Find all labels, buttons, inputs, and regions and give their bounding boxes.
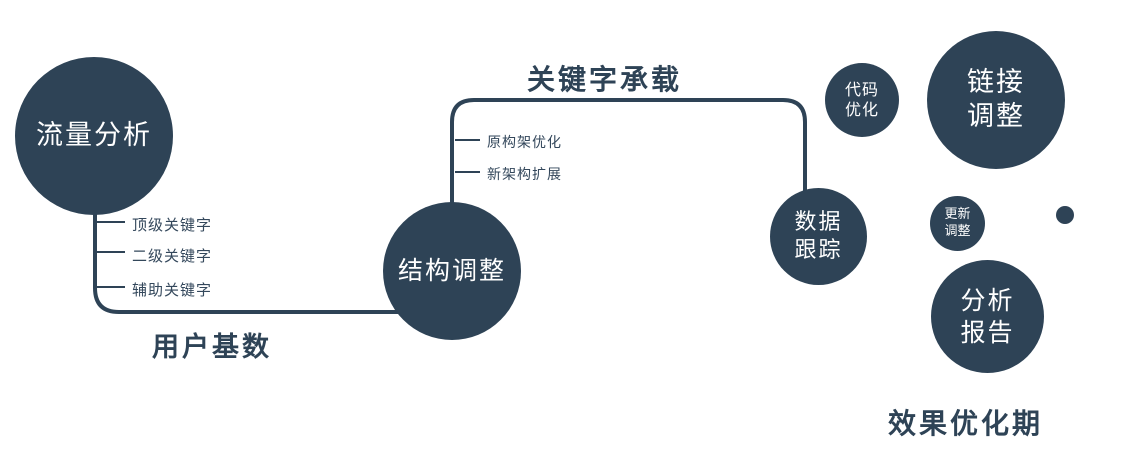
node-data-tracking-line1: 数据 (794, 210, 843, 235)
branch-label-arch-extend: 新架构扩展 (487, 167, 562, 183)
node-code-optimization: 代码 优化 (825, 63, 899, 137)
node-data-tracking-line2: 跟踪 (794, 237, 843, 263)
edge-label-keyword-carry: 关键字承载 (527, 63, 683, 96)
caption-effect-optimization: 效果优化期 (888, 407, 1044, 440)
node-analysis-report: 分析 报告 (931, 260, 1044, 373)
node-analysis-report-line2: 报告 (960, 317, 1015, 347)
node-traffic-analysis-label: 流量分析 (36, 120, 152, 152)
connector-traffic-to-structure (93, 140, 440, 314)
branch-label-second-keyword: 二级关键字 (132, 247, 213, 265)
node-update-adjustment-line1: 更新 (944, 207, 971, 223)
node-structure-adjustment-label: 结构调整 (397, 256, 506, 286)
edge-label-user-base: 用户基数 (152, 332, 272, 363)
node-code-optimization-line2: 优化 (844, 100, 879, 119)
branch-label-top-keyword: 顶级关键字 (132, 216, 213, 234)
node-small-dot (1056, 206, 1074, 224)
branch-label-arch-optimize: 原构架优化 (487, 135, 562, 151)
node-traffic-analysis: 流量分析 (15, 57, 173, 215)
node-data-tracking: 数据 跟踪 (770, 188, 867, 285)
branch-label-aux-keyword: 辅助关键字 (132, 281, 213, 299)
node-update-adjustment: 更新 调整 (930, 196, 985, 251)
node-structure-adjustment: 结构调整 (383, 202, 521, 340)
node-code-optimization-line1: 代码 (844, 80, 879, 99)
node-link-adjustment-line1: 链接 (967, 67, 1025, 99)
node-update-adjustment-line2: 调整 (944, 223, 971, 239)
node-link-adjustment-line2: 调整 (967, 101, 1025, 132)
connector-structure-to-tracking (450, 98, 807, 270)
node-link-adjustment: 链接 调整 (927, 31, 1065, 169)
node-analysis-report-line1: 分析 (960, 286, 1015, 316)
